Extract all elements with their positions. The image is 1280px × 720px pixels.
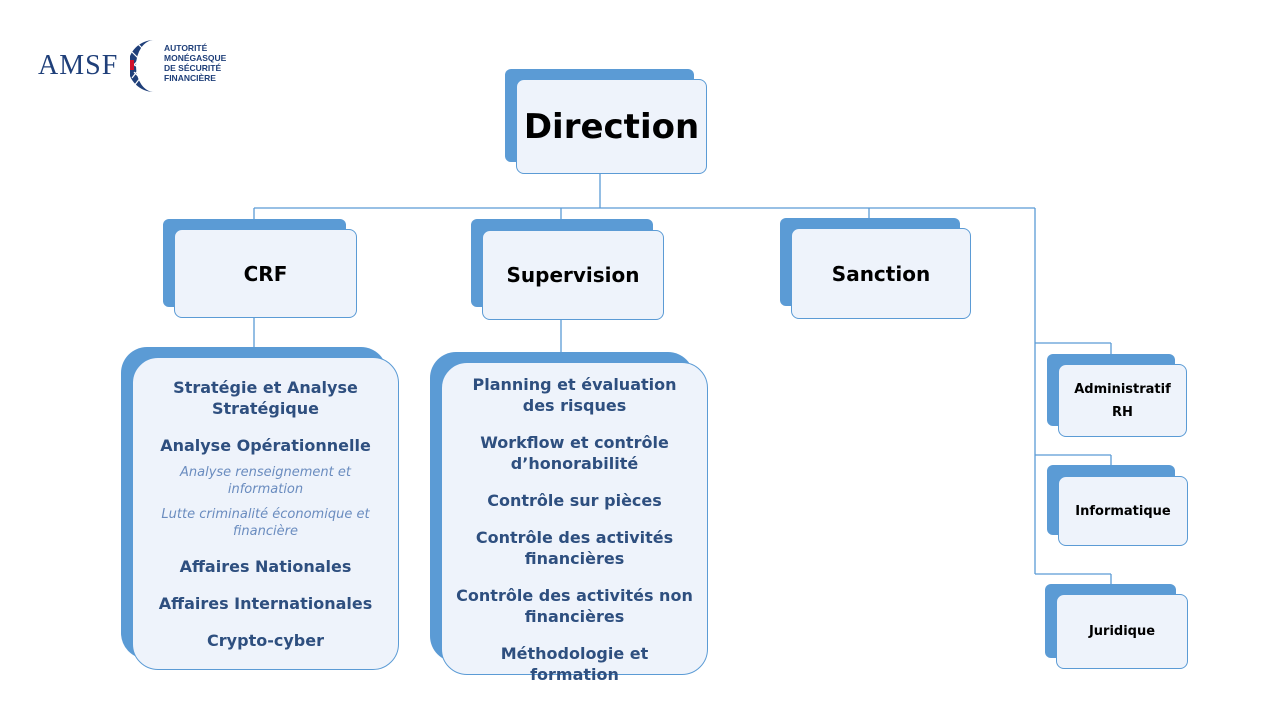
crf-subitem-lutte-criminalite: Lutte criminalité économique et financiè… <box>161 507 370 539</box>
crf-item-affaires-nationales: Affaires Nationales <box>179 557 352 576</box>
logo-subtitle-line: MONÉGASQUE <box>164 53 227 63</box>
logo-subtitle-line: DE SÉCURITÉ <box>164 63 222 73</box>
logo-subtitle: AUTORITÉ MONÉGASQUE DE SÉCURITÉ FINANCIÈ… <box>164 43 254 83</box>
supervision-item-activites-financieres: Contrôle des activités financières <box>475 528 674 568</box>
crf-subitem-renseignement: Analyse renseignement et information <box>180 465 351 497</box>
crf-item-strategie: Stratégie et Analyse Stratégique <box>173 378 358 418</box>
supervision-item-controle-pieces: Contrôle sur pièces <box>487 491 662 510</box>
rh-label: RH <box>1112 404 1133 420</box>
administratif-label: Administratif <box>1074 381 1171 397</box>
direction-label: Direction <box>523 106 700 147</box>
logo-subtitle-line: AUTORITÉ <box>164 43 208 53</box>
sanction-label: Sanction <box>831 261 931 286</box>
crf-label: CRF <box>243 261 288 286</box>
supervision-item-planning: Planning et évaluation des risques <box>472 375 677 415</box>
supervision-item-workflow: Workflow et contrôle d’honorabilité <box>480 433 669 473</box>
globe-icon <box>130 40 157 92</box>
logo-subtitle-line: FINANCIÈRE <box>164 73 216 83</box>
logo-brand: AMSF <box>38 50 119 81</box>
crf-item-analyse-operationnelle: Analyse Opérationnelle <box>160 436 371 455</box>
juridique-label: Juridique <box>1088 624 1156 639</box>
amsf-logo: AMSF AUTORITÉ MONÉGASQUE DE SÉCURITÉ FIN… <box>36 38 246 94</box>
supervision-item-methodologie: Méthodologie et formation <box>500 644 649 684</box>
supervision-label: Supervision <box>506 263 640 287</box>
informatique-label: Informatique <box>1075 503 1171 519</box>
supervision-item-activites-non-financieres: Contrôle des activités non financières <box>456 586 693 626</box>
crf-item-crypto-cyber: Crypto-cyber <box>207 631 324 650</box>
crf-item-affaires-internationales: Affaires Internationales <box>158 594 373 613</box>
